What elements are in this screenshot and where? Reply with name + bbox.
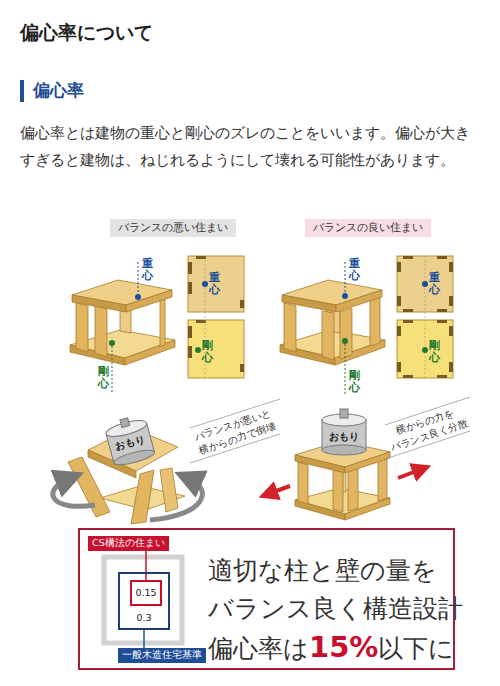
summary-line: 偏心率は15%以下に [208,628,463,668]
center-of-gravity-label: 重心 [349,258,360,282]
page-title: 偏心率について [20,20,153,46]
center-of-rigidity-label: 剛心 [349,370,360,394]
node-text: 0.15 [132,587,160,598]
center-of-rigidity-label: 剛心 [429,340,440,364]
standard-square: 0.3 0.15 [118,572,170,630]
summary-text-part: 偏心率は [208,634,309,663]
cs-square: 0.15 [130,580,162,606]
leader-line [145,551,147,580]
good-house [280,280,385,365]
weight [104,413,156,467]
bad-house [70,280,175,365]
center-of-gravity-label: 重心 [209,272,220,296]
center-of-rigidity-label: 剛心 [202,340,213,364]
node-text: バランスの悪い住まい [118,221,228,235]
stable-house [295,441,390,520]
section-heading: 偏心率 [33,79,84,102]
standard-tag: 一般木造住宅基準 [118,648,206,663]
summary-line: バランス良く構造設計 [208,590,463,628]
panel-header: バランスの悪い住まい [110,219,236,237]
summary-text-part: 以下に [378,634,454,663]
summary-text: 適切な柱と壁の量をバランス良く構造設計偏心率は15%以下に [208,552,463,668]
center-of-gravity-label: 重心 [429,272,440,296]
node-text: 0.3 [120,612,168,623]
heading-bar [20,80,24,102]
slanted-note: 横からの力を バランス良く分散 [382,402,472,454]
center-of-rigidity-label: 剛心 [98,366,109,390]
weight-label: おもり [329,430,359,444]
highlight-number: 15% [309,630,378,664]
panel-header: バランスの良い住まい [305,219,431,237]
center-of-gravity-label: 重心 [142,258,153,282]
node-text: バランスの良い住まい [313,221,423,235]
cs-tag: CS構法の住まい [88,536,169,551]
node-text: CS構法の住まい [92,537,165,550]
weight [322,409,366,455]
node-text: 一般木造住宅基準 [122,649,202,662]
summary-box: 適切な柱と壁の量をバランス良く構造設計偏心率は15%以下に0.30.15CS構法… [78,528,455,670]
body-text: 偏心率とは建物の重心と剛心のズレのことをいいます。偏心が大きすぎると建物は、ねじ… [20,120,484,174]
leader-line [143,630,145,648]
outer-square [104,557,182,643]
collapsing-house [68,428,185,524]
summary-line: 適切な柱と壁の量を [208,552,463,590]
